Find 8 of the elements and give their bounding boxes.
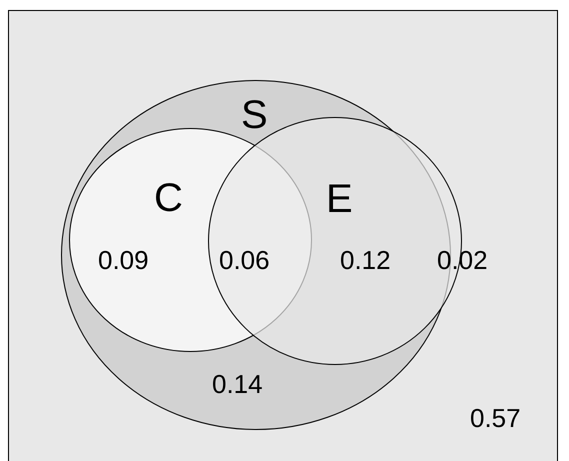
region-value: 0.06: [219, 246, 270, 274]
set-label: S: [241, 95, 268, 135]
region-value: 0.12: [340, 246, 391, 274]
set-label: C: [154, 178, 183, 218]
region-value: 0.14: [212, 370, 263, 398]
region-value: 0.09: [98, 246, 149, 274]
region-value: 0.57: [470, 404, 521, 432]
set-label: E: [326, 179, 353, 219]
